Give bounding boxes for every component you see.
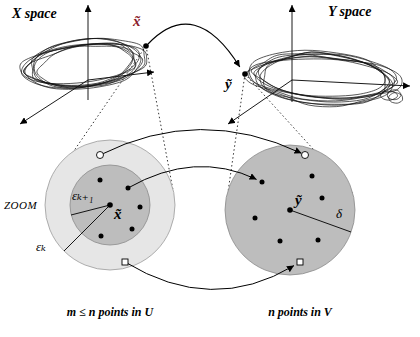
point-dot [260, 180, 265, 185]
point-label: ỹ [225, 76, 232, 93]
point-dot [130, 227, 135, 232]
point-dot [287, 207, 293, 213]
axis-line [292, 5, 293, 102]
map-arrow [100, 130, 302, 155]
trajectory-loop [20, 44, 140, 84]
point-dot [310, 174, 315, 179]
point-label: x̃ [114, 206, 122, 223]
point-dot [143, 43, 149, 49]
set-caption: n points in V [268, 306, 332, 319]
point-label: x̃ [133, 13, 141, 30]
open-circle-point [302, 152, 309, 159]
radius-label: δ [336, 207, 342, 221]
trajectory-loop [258, 56, 397, 98]
point-dot [126, 186, 131, 191]
y-axes [228, 5, 410, 124]
zoom-label: ZOOM [4, 199, 37, 211]
space-title: X space [12, 6, 57, 21]
trajectory-loop [25, 38, 141, 89]
map-arrow [128, 167, 257, 188]
point-dot [253, 216, 258, 221]
square-point [297, 259, 303, 265]
small-loop [380, 90, 402, 103]
square-point [122, 259, 128, 265]
points-u [98, 178, 143, 239]
point-dot [320, 196, 325, 201]
open-circle-point [97, 152, 104, 159]
radius-label: εₖ₊₁ [72, 189, 93, 203]
trajectory-loop [21, 43, 142, 88]
x-axes [20, 5, 154, 124]
trajectory-loop [34, 44, 132, 88]
points-v [253, 174, 325, 244]
trajectory-loop [251, 54, 396, 98]
map-arrow [125, 262, 294, 289]
point-dot [242, 71, 248, 77]
radius-line [64, 205, 110, 251]
neighbourhood-outer [45, 140, 175, 270]
trajectory-loop [37, 46, 135, 87]
trajectory-loop [254, 55, 385, 97]
space-title: Y space [328, 4, 371, 19]
trajectory-loop [24, 44, 147, 87]
point-dot [278, 239, 283, 244]
trajectory-loop [389, 93, 403, 104]
point-dot [138, 205, 143, 210]
neighbourhood-image [225, 145, 355, 275]
point-dot [107, 202, 113, 208]
point-dot [98, 178, 103, 183]
radius-label: εₖ [36, 240, 46, 254]
attractor-y [244, 50, 403, 107]
map-arrow [148, 24, 240, 67]
attractor-x [20, 38, 147, 89]
point-dot [316, 238, 321, 243]
set-caption: m ≤ n points in U [67, 306, 153, 319]
map-arrows [100, 130, 302, 290]
point-dot [99, 234, 104, 239]
trajectory-loop [256, 54, 390, 104]
radius-line [71, 205, 110, 215]
point-label: ỹ [295, 192, 302, 209]
